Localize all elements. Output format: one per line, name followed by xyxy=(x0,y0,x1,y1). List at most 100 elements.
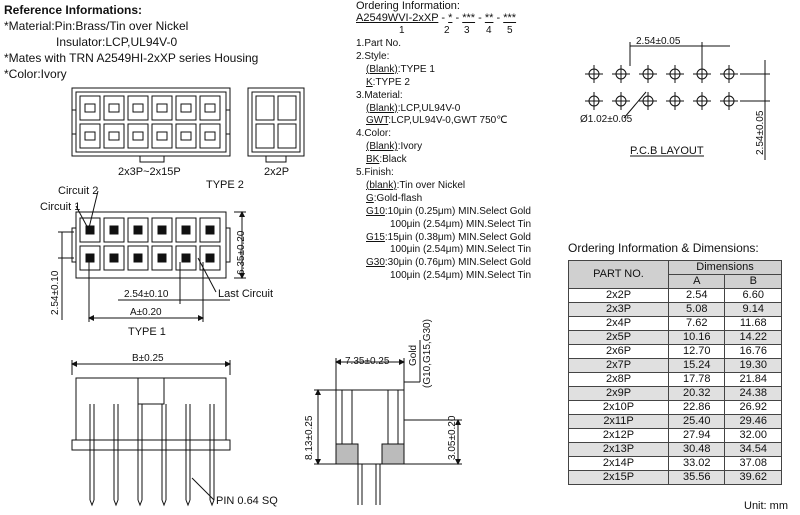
table-cell-b: 19.30 xyxy=(724,358,782,373)
dim-735: 7.35±0.25 xyxy=(345,356,390,367)
ordering-option-code: (blank) xyxy=(366,179,397,191)
pin-square xyxy=(157,225,167,235)
cavity-terminal xyxy=(204,131,216,141)
table-cell-b: 11.68 xyxy=(724,316,782,331)
side-view-profile xyxy=(314,340,462,505)
ordering-heading: Ordering Information: xyxy=(356,0,460,12)
cavity-terminal xyxy=(132,131,144,141)
cavity xyxy=(103,95,125,121)
table-cell-part: 2x12P xyxy=(568,428,669,443)
pin-tip xyxy=(137,499,143,507)
pin-tip xyxy=(113,499,119,507)
circuit2-label: Circuit 2 xyxy=(58,185,98,197)
range-label: 2x3P~2x15P xyxy=(118,166,181,178)
material-insulator-text: Insulator:LCP,UL94V-0 xyxy=(56,35,178,49)
code-color: ** xyxy=(484,12,494,24)
code-base: A2549WVI-2xXP xyxy=(356,12,439,24)
cavity-terminal xyxy=(132,103,144,113)
side-view-front xyxy=(71,360,231,507)
cavity xyxy=(79,245,101,271)
pcb-layout xyxy=(585,42,770,160)
circuit1-leader xyxy=(75,205,91,233)
ordering-line: 100μin (2.54μm) MIN.Select Tin xyxy=(390,244,531,255)
code-number-2: 2 xyxy=(444,25,450,36)
table-cell-a: 20.32 xyxy=(667,386,726,401)
ordering-option-text: :10μin (0.25μm) MIN.Select Gold xyxy=(384,205,531,217)
last-circuit-leader xyxy=(197,257,217,293)
table-cell-part: 2x8P xyxy=(568,372,669,387)
pin-square xyxy=(85,253,95,263)
ordering-line: G15:15μin (0.38μm) MIN.Select Gold xyxy=(366,232,531,243)
ordering-line: (blank):Tin over Nickel xyxy=(366,180,465,191)
ordering-option-code: G15 xyxy=(366,231,385,243)
code-number-1: 1 xyxy=(399,25,405,36)
reference-heading: Reference Informations: xyxy=(4,3,143,17)
pin-tip xyxy=(185,499,191,507)
table-cell-part: 2x4P xyxy=(568,316,669,331)
cavity xyxy=(151,245,173,271)
height-635-dim: 6.35±0.20 xyxy=(236,230,247,275)
gold-grades-label: (G10,G15,G30) xyxy=(422,319,433,388)
table-cell-a: 22.86 xyxy=(667,400,726,415)
table-cell-b: 34.54 xyxy=(724,442,782,457)
material-pin-text: *Material:Pin:Brass/Tin over Nickel xyxy=(4,19,189,33)
cavity xyxy=(175,95,197,121)
pcb-layout-label: P.C.B LAYOUT xyxy=(630,145,704,157)
table-cell-part: 2x9P xyxy=(568,386,669,401)
table-cell-b: 26.92 xyxy=(724,400,782,415)
dim-305: 3.05±0.20 xyxy=(447,415,458,460)
ordering-option-text: :TYPE 1 xyxy=(397,63,435,75)
ordering-option-text: 100μin (2.54μm) MIN.Select Tin xyxy=(390,244,532,256)
table-cell-a: 15.24 xyxy=(667,358,726,373)
ordering-option-text: :Black xyxy=(379,154,407,166)
table-cell-part: 2x11P xyxy=(568,414,669,429)
ordering-option-code: (Blank) xyxy=(366,102,398,114)
ordering-option-text: 100μin (2.54μm) MIN.Select Tin xyxy=(390,218,532,230)
ordering-line: G:Gold-flash xyxy=(366,193,422,204)
ordering-option-text: :15μin (0.38μm) MIN.Select Gold xyxy=(384,231,531,243)
ordering-line: 100μin (2.54μm) MIN.Select Tin xyxy=(390,270,531,281)
col-part-header: PART NO. xyxy=(568,260,669,289)
pin-square xyxy=(133,253,143,263)
last-circuit-label: Last Circuit xyxy=(218,288,273,300)
table-cell-part: 2x14P xyxy=(568,456,669,471)
table-cell-b: 21.84 xyxy=(724,372,782,387)
ordering-option-text: 3.Material: xyxy=(356,89,403,101)
type2-small-label: 2x2P xyxy=(264,166,289,178)
cavity xyxy=(199,123,221,149)
table-cell-a: 27.94 xyxy=(667,428,726,443)
table-cell-b: 32.00 xyxy=(724,428,782,443)
pin-square xyxy=(181,253,191,263)
ordering-line: (Blank):LCP,UL94V-0 xyxy=(366,103,460,114)
ordering-line: G30:30μin (0.76μm) MIN.Select Gold xyxy=(366,257,531,268)
dim-a: A±0.20 xyxy=(130,307,162,318)
cavity xyxy=(151,217,173,243)
code-material: *** xyxy=(462,12,476,24)
pin-square xyxy=(85,225,95,235)
pin-tip xyxy=(161,499,167,507)
code-number-3: 3 xyxy=(464,25,470,36)
ordering-line: G10:10μin (0.25μm) MIN.Select Gold xyxy=(366,206,531,217)
dims-table-title: Ordering Information & Dimensions: xyxy=(568,241,759,255)
cavity xyxy=(103,217,125,243)
mates-text: *Mates with TRN A2549HI-2xXP series Hous… xyxy=(4,51,259,65)
col-dimensions-header: Dimensions xyxy=(668,260,782,275)
ordering-line: BK:Black xyxy=(366,154,407,165)
cavity xyxy=(151,123,173,149)
table-cell-b: 16.76 xyxy=(724,344,782,359)
ordering-option-code: BK xyxy=(366,154,380,166)
table-cell-a: 25.40 xyxy=(667,414,726,429)
ordering-option-code: G xyxy=(366,192,374,204)
ordering-option-text: :Ivory xyxy=(397,141,423,153)
ordering-option-text: :Tin over Nickel xyxy=(396,179,466,191)
code-finish: *** xyxy=(503,12,517,24)
